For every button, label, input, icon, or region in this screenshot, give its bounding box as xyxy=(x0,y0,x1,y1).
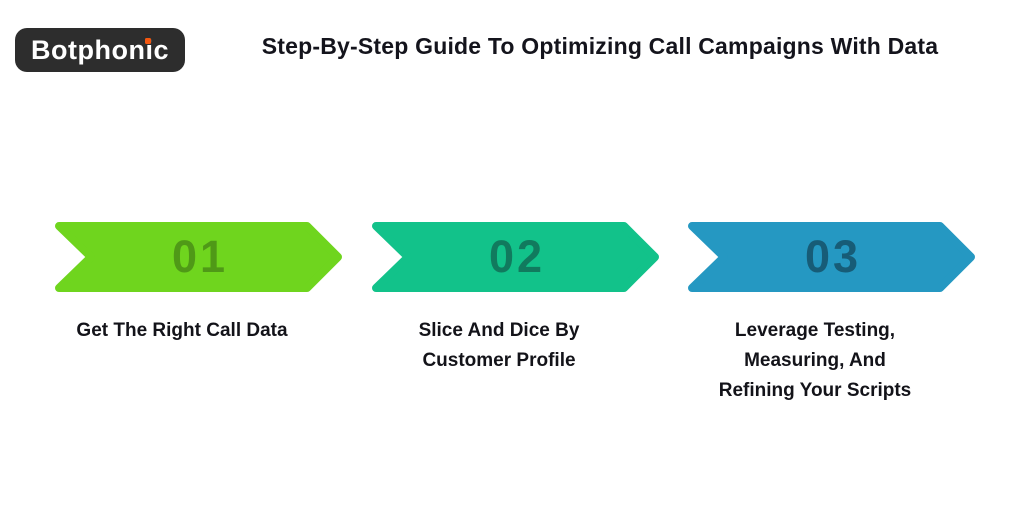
step-2-caption: Slice And Dice By Customer Profile xyxy=(339,316,659,376)
botphonic-logo: Botphonic xyxy=(15,28,185,72)
arrow-right-shape xyxy=(688,222,975,292)
logo-wordmark: Botphonic xyxy=(31,34,169,65)
step-3: 03 Leverage Testing, Measuring, And Refi… xyxy=(688,222,978,472)
step-1-caption: Get The Right Call Data xyxy=(22,316,342,346)
arrow-right-shape xyxy=(372,222,659,292)
step-3-arrow-banner xyxy=(688,222,975,292)
step-1-number: 01 xyxy=(171,231,229,282)
step-1: 01 Get The Right Call Data xyxy=(55,222,345,472)
caption-line: Customer Profile xyxy=(422,350,576,371)
page-title: Step-By-Step Guide To Optimizing Call Ca… xyxy=(261,33,939,59)
logo-text-part1: Botphon xyxy=(31,34,146,65)
step-2: 02 Slice And Dice By Customer Profile xyxy=(372,222,662,472)
logo-text-part2: c xyxy=(153,34,169,65)
caption-line: Leverage Testing, xyxy=(734,320,896,341)
step-1-arrow-banner xyxy=(55,222,342,292)
caption-line: Refining Your Scripts xyxy=(718,380,912,401)
step-2-number: 02 xyxy=(488,231,546,282)
arrow-right-shape xyxy=(55,222,342,292)
step-3-number: 03 xyxy=(804,231,862,282)
caption-line: Measuring, And xyxy=(744,350,886,371)
step-3-caption: Leverage Testing, Measuring, And Refinin… xyxy=(655,316,975,406)
caption-line: Slice And Dice By xyxy=(418,320,580,341)
caption-line: Get The Right Call Data xyxy=(76,320,288,341)
step-2-arrow-banner xyxy=(372,222,659,292)
logo-letter-i-orange-dot: i xyxy=(145,34,154,65)
